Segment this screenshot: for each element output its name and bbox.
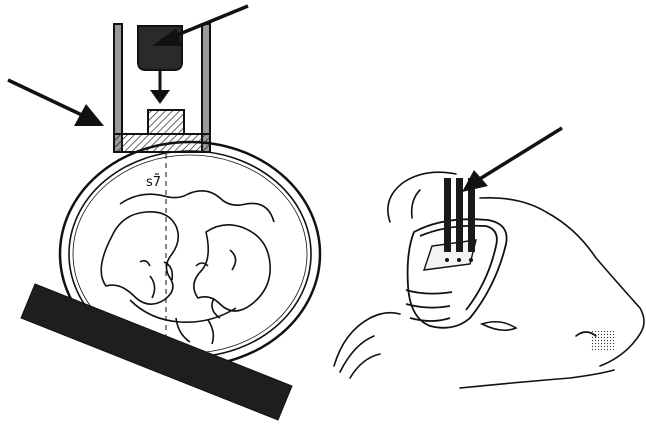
- anvil-icon: [148, 110, 184, 134]
- animal-head-icon: [334, 172, 644, 388]
- right-panel: [334, 128, 644, 388]
- left-panel: s7̃: [8, 6, 320, 420]
- brain-icon: s7̃: [101, 174, 274, 344]
- arrow-left-frame: [8, 80, 104, 126]
- scribbled-label: s7̃: [146, 174, 161, 190]
- electrode-array-icon: [444, 178, 475, 262]
- nose-stipple: [590, 330, 616, 352]
- arrow-right-panel: [462, 128, 562, 192]
